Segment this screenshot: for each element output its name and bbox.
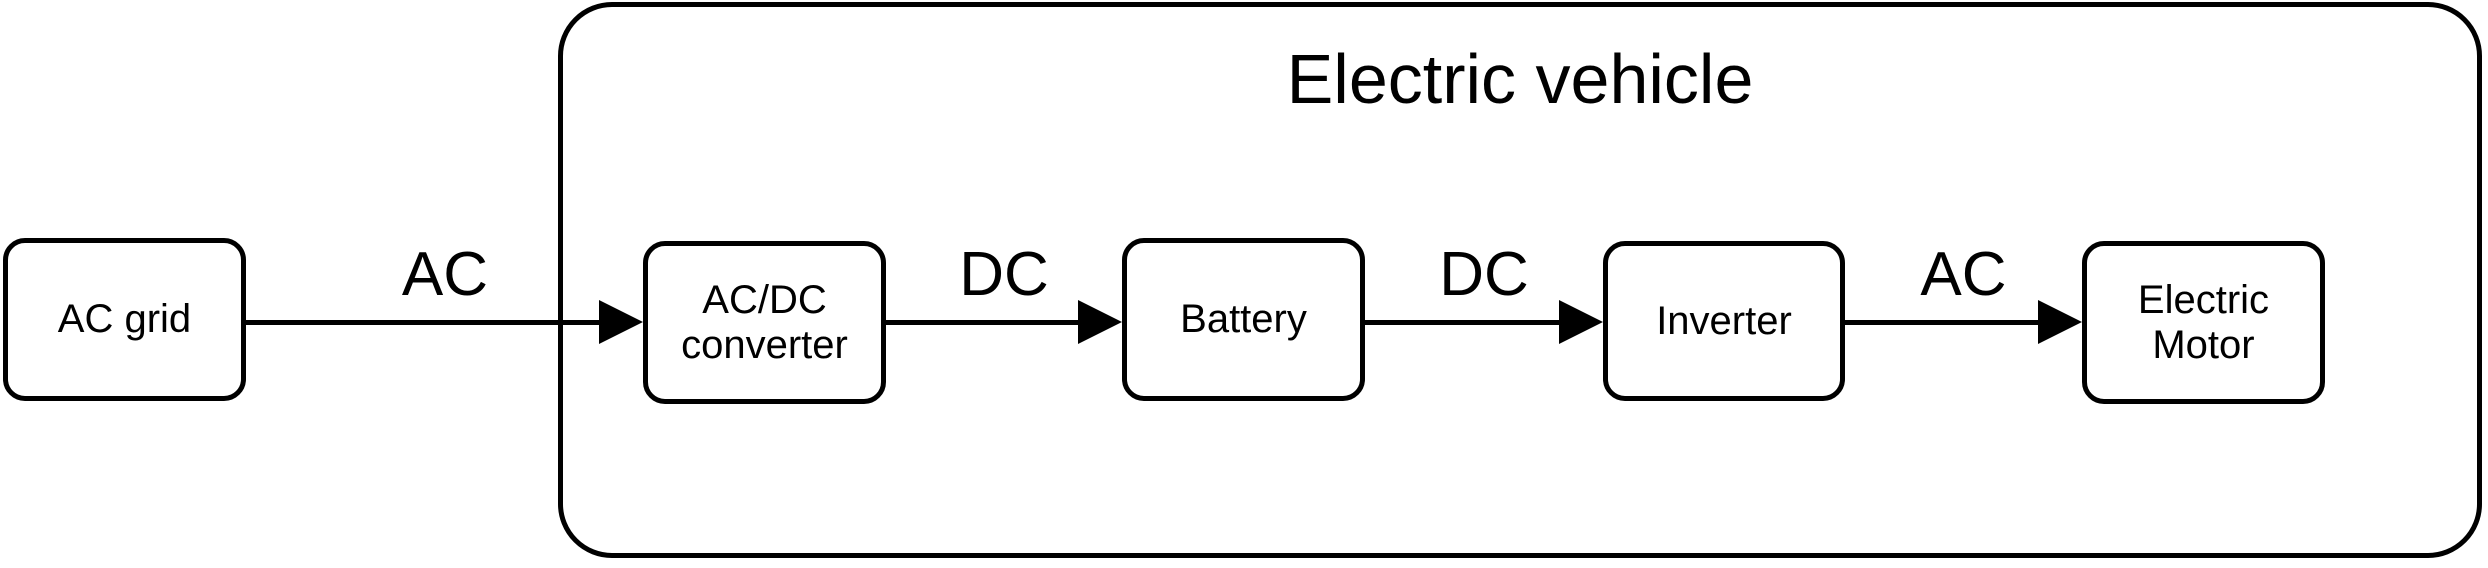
- edge-label-ac-1: AC: [401, 240, 489, 309]
- arrowhead-icon: [2038, 300, 2082, 344]
- node-inverter[interactable]: Inverter: [1603, 241, 1845, 401]
- node-battery-label: Battery: [1180, 297, 1307, 342]
- node-acdc-converter[interactable]: AC/DC converter: [643, 241, 886, 404]
- edge-ac-grid-to-converter: [246, 320, 606, 325]
- node-electric-motor-label: Electric Motor: [2137, 277, 2270, 367]
- edge-converter-to-battery: [886, 320, 1084, 325]
- edge-label-ac-2: AC: [1920, 240, 2007, 309]
- edge-battery-to-inverter: [1365, 320, 1563, 325]
- electric-vehicle-container: [558, 2, 2482, 558]
- node-ac-grid-label: AC grid: [57, 297, 192, 342]
- arrowhead-icon: [1078, 300, 1122, 344]
- node-acdc-converter-label: AC/DC converter: [681, 277, 848, 367]
- arrowhead-icon: [1559, 300, 1603, 344]
- edge-inverter-to-motor: [1845, 320, 2041, 325]
- edge-label-dc-2: DC: [1439, 240, 1529, 309]
- edge-label-dc-1: DC: [959, 240, 1049, 309]
- node-battery[interactable]: Battery: [1122, 238, 1365, 401]
- node-ac-grid[interactable]: AC grid: [3, 238, 246, 401]
- node-inverter-label: Inverter: [1656, 298, 1792, 343]
- electric-vehicle-title: Electric vehicle: [1286, 40, 1754, 118]
- arrowhead-icon: [599, 300, 643, 344]
- node-electric-motor[interactable]: Electric Motor: [2082, 241, 2325, 404]
